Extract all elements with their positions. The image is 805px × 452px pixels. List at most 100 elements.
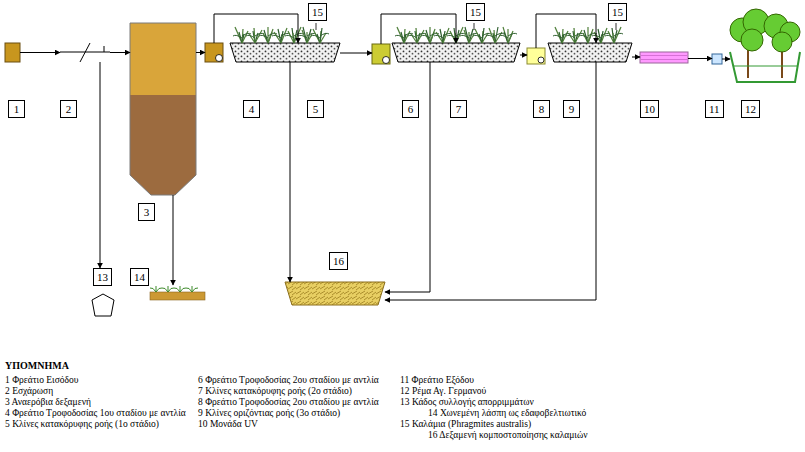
stream-trees [730, 9, 800, 82]
legend-text: 3 Αναερόβια δεξαμενή [5, 397, 91, 407]
vertical-flow-bed-shape [230, 43, 340, 62]
compost-tank: 16 [285, 282, 385, 305]
reed-leaf [298, 35, 307, 38]
sludge-bed: 14 [150, 285, 205, 300]
reed-leaf [246, 35, 255, 38]
reed-leaf [285, 35, 294, 38]
plants [150, 286, 198, 292]
outlet-chamber: 11 [712, 54, 722, 64]
legend-text: 15 Καλάμια (Phragmites australis) [400, 419, 531, 429]
reed-leaf [395, 35, 404, 38]
flow-arrow [290, 62, 291, 282]
callout-number: 13 [93, 268, 112, 286]
sludge-shape [150, 292, 205, 300]
legend-entry: 4 Φρεάτιο Τροφοδοσίας 1ου σταδίου με αντ… [5, 408, 186, 419]
flow-arrow [20, 52, 60, 53]
reed-stroke [465, 27, 469, 43]
legend-entry: 12 Ρέμα Αγ. Γερμανού [400, 386, 486, 397]
reed-leaf [553, 35, 562, 38]
legend-entry: 16 Δεξαμενή κομποστοποίησης καλαμιών [428, 430, 587, 441]
legend-entry: 5 Κλίνες κατακόρυφης ροής (1ο στάδιο) [5, 419, 159, 430]
plant-stroke [150, 286, 162, 292]
vertical-flow-bed: 7 [392, 43, 520, 62]
callout-number: 16 [329, 252, 348, 270]
legend-entry: 10 Μονάδα UV [198, 419, 258, 430]
callout-number: 15 [308, 3, 327, 21]
callout-number: 15 [466, 3, 485, 21]
callout-number: 10 [640, 100, 659, 118]
uv-unit: 10 [640, 52, 688, 63]
legend-text: 7 Κλίνες κατακόρυφης ροής (2ο στάδιο) [198, 386, 352, 396]
reed-leaf [566, 35, 575, 38]
flow-arrow [688, 58, 712, 59]
flow-arrow [385, 62, 430, 292]
feed-chamber: 4 [205, 43, 223, 62]
reed-stroke [508, 31, 513, 43]
flow-arrow [340, 53, 372, 54]
stream: 12 [730, 5, 800, 83]
reed-leaf [579, 35, 588, 38]
callout-number: 8 [533, 100, 550, 118]
callout-number: 1 [8, 100, 25, 118]
flow-arrow [632, 57, 640, 58]
feed-chamber-shape [205, 43, 223, 62]
leader-line [316, 23, 616, 30]
callout-number: 5 [307, 100, 324, 118]
reed-leaf [486, 35, 495, 38]
reed-leaf [499, 35, 508, 38]
reed-leaf [460, 35, 469, 38]
flow-arrow [110, 52, 130, 53]
legend-entry: 9 Κλίνες οριζόντιας ροής (3ο στάδιο) [198, 408, 340, 419]
legend-entry: 13 Κάδος συλλογής απορριμμάτων [400, 397, 534, 408]
reed-leaf [311, 35, 320, 38]
vertical-flow-bed: 5 [230, 43, 340, 62]
flow-arrow [520, 55, 527, 56]
inlet-chamber-shape [5, 43, 20, 62]
feed-chamber-shape [372, 44, 390, 64]
reed-stroke [404, 31, 410, 43]
reed-leaf [233, 35, 242, 38]
callout-number: 12 [741, 100, 760, 118]
inlet-chamber: 1 [5, 43, 20, 62]
horizontal-flow-bed-shape [548, 43, 632, 62]
flow-arrow [214, 14, 298, 43]
flow-arrow [196, 52, 205, 53]
flow-arrow [385, 62, 596, 300]
feed-chamber: 8 [527, 48, 545, 64]
legend-text: 12 Ρέμα Αγ. Γερμανού [400, 386, 486, 396]
callout-number: 2 [60, 100, 77, 118]
flow-arrow [722, 59, 730, 60]
flow-arrow [536, 14, 596, 48]
reed-leaf [473, 35, 482, 38]
callout-number: 9 [563, 100, 580, 118]
reed-leaf [421, 35, 430, 38]
legend-text: 6 Φρεάτιο Τροφοδοσίας 2ου σταδίου με αντ… [198, 375, 379, 385]
callout-number: 14 [130, 268, 149, 286]
legend-entry: 3 Αναερόβια δεξαμενή [5, 397, 91, 408]
feed-chamber-shape [527, 48, 545, 64]
vertical-flow-bed-shape [392, 43, 520, 62]
screen: 2 [60, 43, 110, 62]
screen-symbol [60, 43, 110, 62]
legend-heading: ΥΠΟΜΝΗΜΑ [5, 360, 69, 372]
legend-text: 5 Κλίνες κατακόρυφης ροής (1ο στάδιο) [5, 419, 159, 429]
flow-arrow [381, 14, 456, 44]
legend-text: 9 Κλίνες οριζόντιας ροής (3ο στάδιο) [198, 408, 340, 418]
legend-text: 4 Φρεάτιο Τροφοδοσίας 1ου σταδίου με αντ… [5, 408, 186, 418]
legend-text: 1 Φρεάτιο Εισόδου [5, 375, 78, 385]
legend-entry: 6 Φρεάτιο Τροφοδοσίας 2ου σταδίου με αντ… [198, 375, 379, 386]
compost-tank-shape [285, 282, 385, 305]
reed-leaf [614, 33, 623, 36]
anaerobic-tank: 3 [130, 23, 196, 195]
reed-leaf [259, 35, 268, 38]
reed-stroke [503, 27, 508, 43]
legend-text: 11 Φρεάτιο Εξόδου [400, 375, 474, 385]
flow-arrow [100, 62, 101, 268]
legend-text: 13 Κάδος συλλογής απορριμμάτων [400, 397, 534, 407]
waste-bin: 13 [90, 268, 116, 318]
plant-stroke [186, 286, 198, 292]
reed-leaf [605, 35, 614, 38]
legend-entry: 1 Φρεάτιο Εισόδου [5, 375, 78, 386]
reed-stroke [292, 28, 294, 43]
reed-stroke [562, 31, 568, 43]
